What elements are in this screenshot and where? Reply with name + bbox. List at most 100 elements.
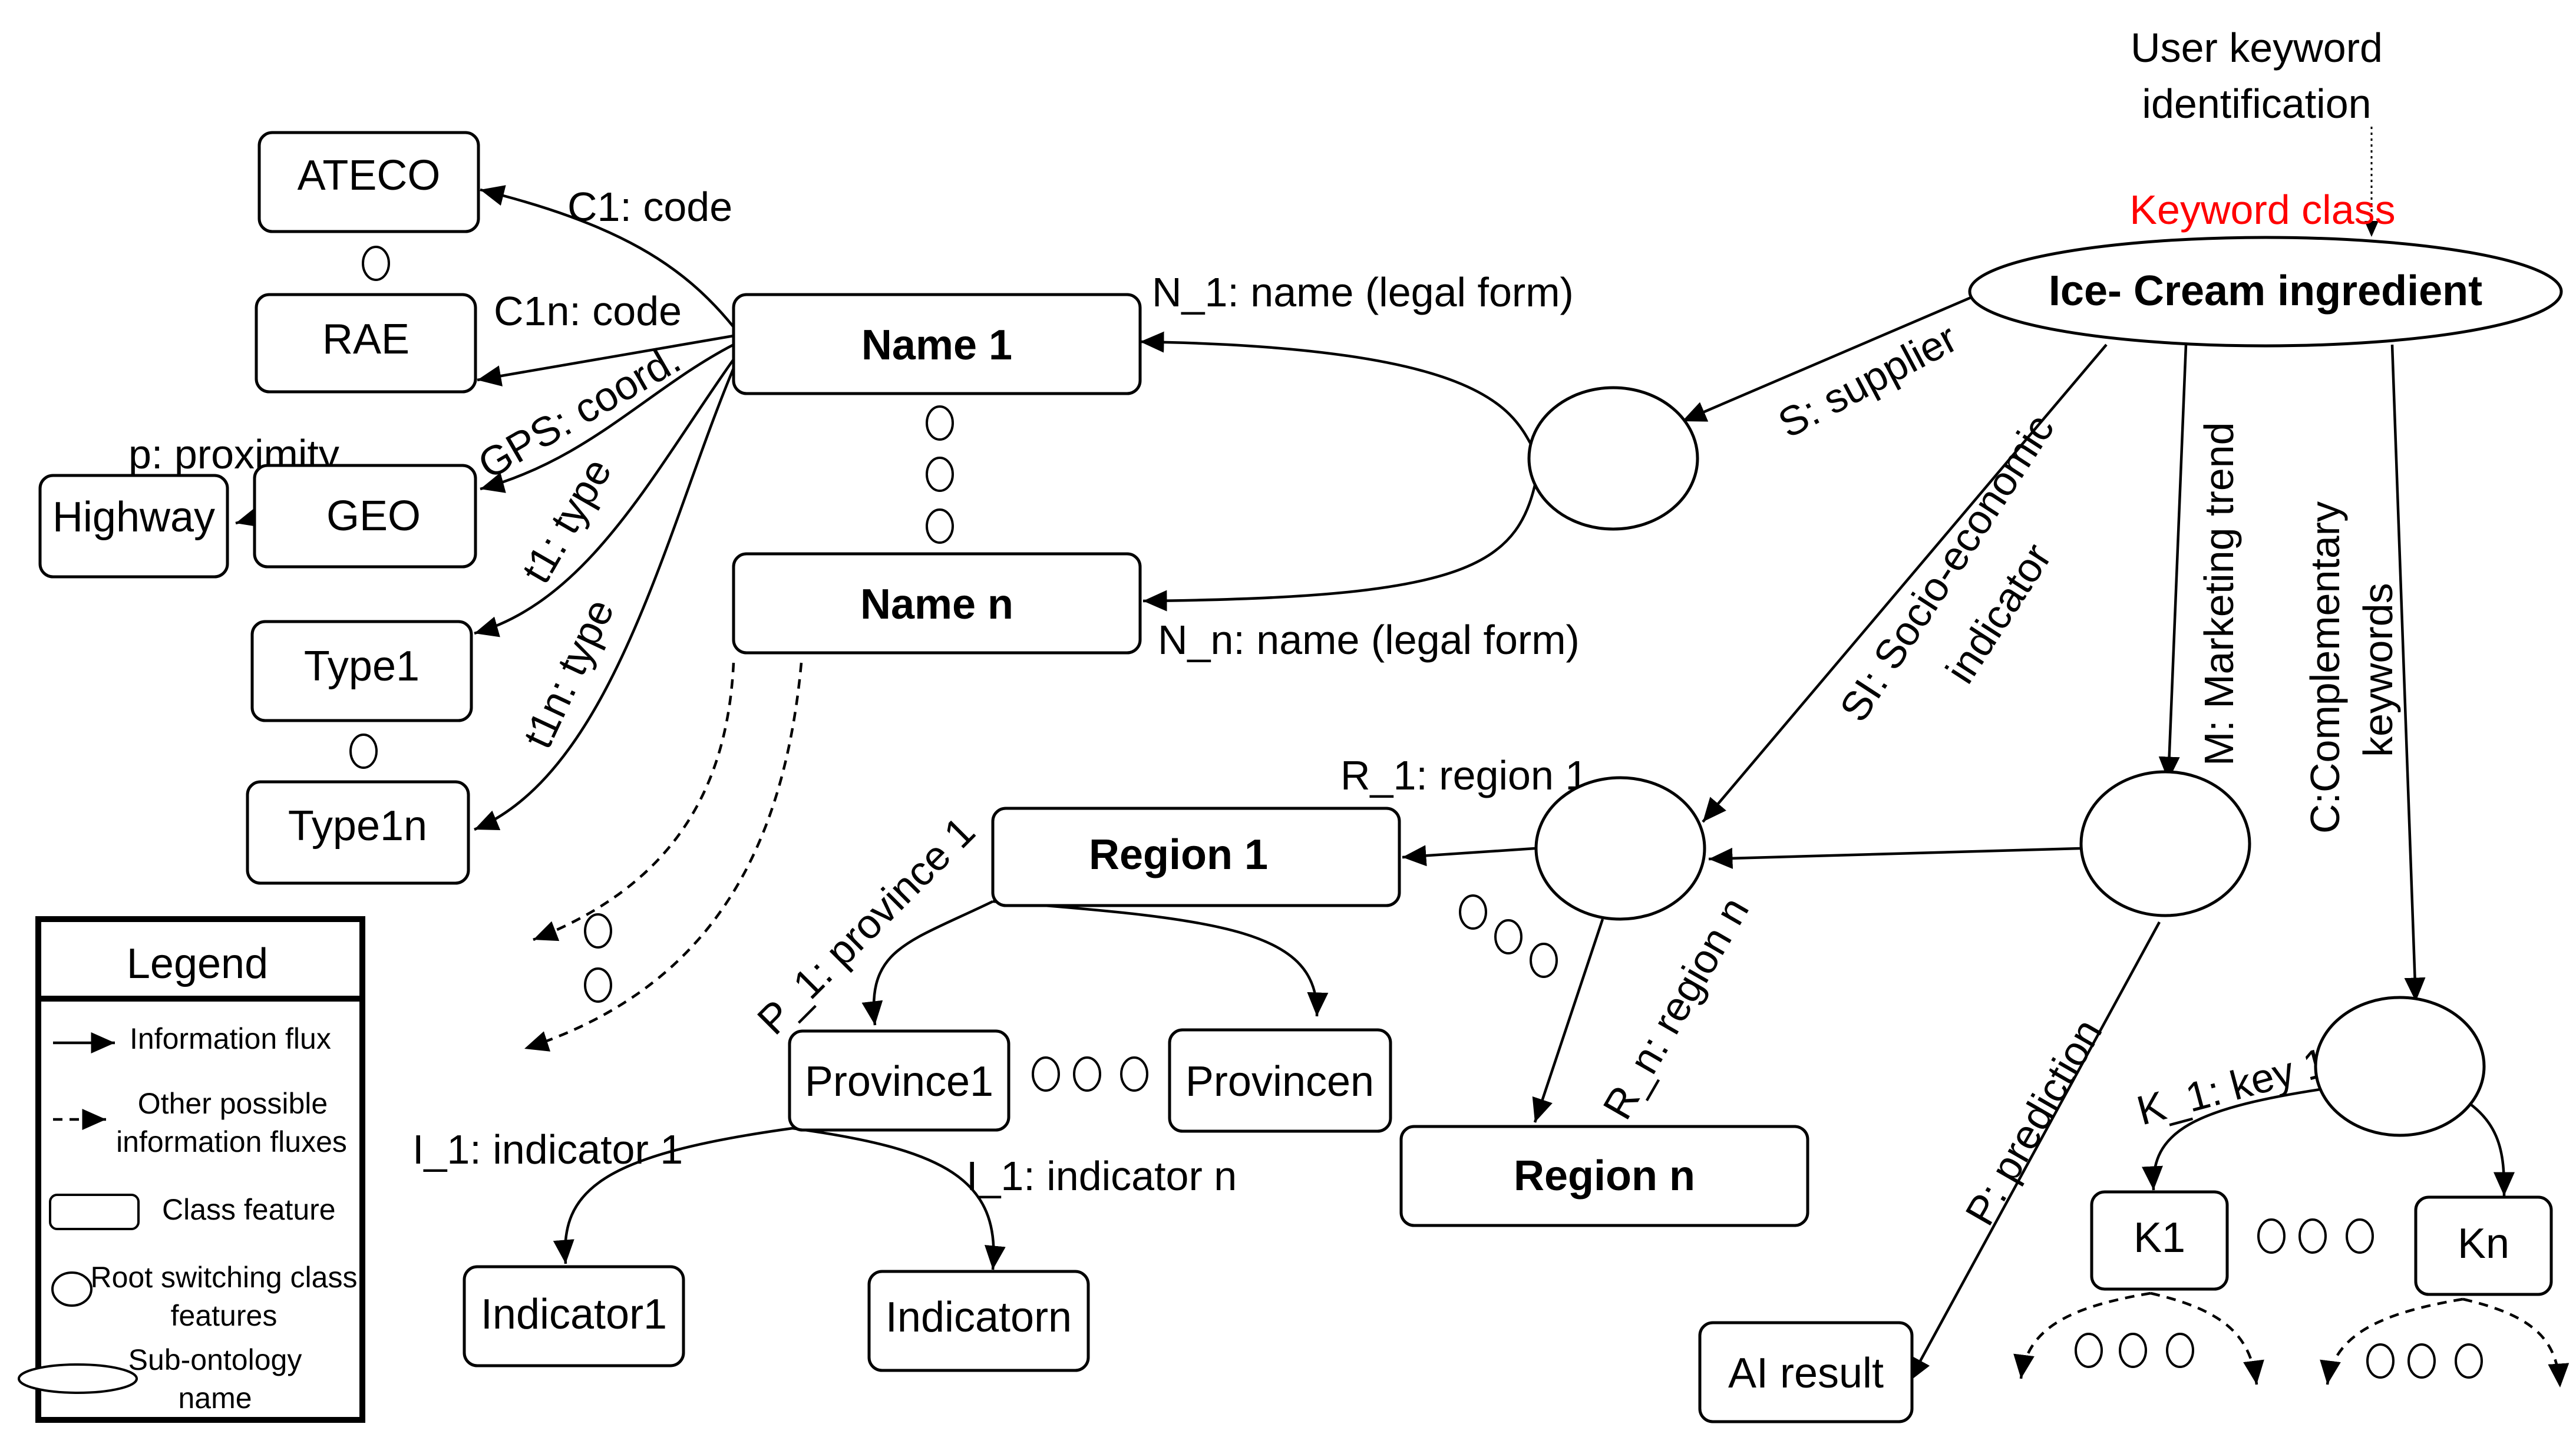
legend-title: Legend <box>127 940 268 987</box>
edge-switch-name1 <box>1140 331 1539 458</box>
legend-item-information-flux: Information flux <box>130 1022 331 1055</box>
dot-kn-dashed-1 <box>2366 1343 2395 1379</box>
legend-frame <box>35 916 365 1423</box>
dot-k1-dashed-1 <box>2075 1333 2103 1368</box>
node-type1n-box <box>246 780 470 885</box>
dot-region-3 <box>1530 943 1558 978</box>
node-indicatorn-label: Indicatorn <box>886 1294 1072 1341</box>
legend-wide-ellipse-icon <box>18 1363 138 1394</box>
label-complementary-2: keywords <box>2355 583 2401 757</box>
node-regionn-box <box>1399 1125 1809 1227</box>
label-k1: K_1: key 1 <box>2132 1039 2333 1134</box>
dot-k-3 <box>2346 1218 2374 1254</box>
edge-region-region1 <box>1402 845 1535 867</box>
edge-root-complementary <box>2390 344 2426 1002</box>
edge-name1-rae <box>477 334 734 386</box>
legend-item-class-feature: Class feature <box>162 1193 336 1226</box>
legend-item-other-fluxes-line-2: information fluxes <box>116 1125 347 1158</box>
node-highway-label: Highway <box>52 494 215 541</box>
label-t1n: t1n: type <box>514 592 623 755</box>
dot-name-2 <box>926 457 954 492</box>
legend-item-sub-ontology-line-2: name <box>178 1382 252 1415</box>
dot-ateco-rae <box>362 246 390 281</box>
label-i1: I_1: indicator 1 <box>412 1126 683 1172</box>
legend-rounded-rect-icon <box>49 1194 140 1230</box>
edge-name1-geo <box>480 343 735 493</box>
node-kn-box <box>2414 1195 2553 1296</box>
label-nn: N_n: name (legal form) <box>1158 617 1580 663</box>
dot-k1-dashed-2 <box>2119 1333 2147 1368</box>
dot-k1-dashed-3 <box>2166 1333 2194 1368</box>
switch-marketing <box>2079 770 2251 917</box>
node-provincen-label: Provincen <box>1185 1058 1374 1105</box>
root-label: Ice- Cream ingredient <box>2049 267 2482 315</box>
label-marketing: M: Marketing trend <box>2196 422 2242 766</box>
node-k1-label: K1 <box>2134 1214 2185 1261</box>
edge-switch-namen <box>1142 471 1540 612</box>
node-highway-box <box>38 474 229 579</box>
node-type1-label: Type1 <box>304 643 420 690</box>
node-name1-label: Name 1 <box>861 322 1012 369</box>
node-type1n-label: Type1n <box>288 802 427 850</box>
switch-supplier <box>1527 386 1699 531</box>
node-rae-label: RAE <box>322 316 409 363</box>
edge-marketing-region <box>1708 847 2080 869</box>
label-r1: R_1: region 1 <box>1340 752 1588 798</box>
node-namen-label: Name n <box>860 581 1013 628</box>
dot-namen-dashed-2 <box>584 967 612 1003</box>
label-n1: N_1: name (legal form) <box>1152 269 1574 315</box>
legend: Legend Information flux Other possible i… <box>18 916 365 1423</box>
dot-province-2 <box>1073 1056 1101 1092</box>
node-geo-box <box>253 464 477 569</box>
label-prediction: P: prediction <box>1956 1012 2111 1233</box>
edge-name1-type1n <box>474 368 735 831</box>
edge-root-socio <box>1702 343 2108 823</box>
edge-region1-province1 <box>861 900 993 1026</box>
node-provincen-box <box>1168 1028 1392 1133</box>
node-region1-box <box>991 807 1401 907</box>
dot-region-1 <box>1459 894 1487 930</box>
node-kn-label: Kn <box>2458 1220 2509 1267</box>
keyword-class-label: Keyword class <box>2129 187 2395 233</box>
node-k1-box <box>2090 1190 2229 1291</box>
node-indicatorn-box <box>867 1270 1090 1372</box>
edge-kn-dashed-left <box>2320 1297 2463 1385</box>
node-rae-box <box>255 293 477 394</box>
node-province1-label: Province1 <box>805 1058 993 1105</box>
dot-province-3 <box>1120 1056 1148 1092</box>
switch-region <box>1534 776 1706 921</box>
edge-province1-indicator1 <box>553 1126 793 1264</box>
class-features: ATECO RAE Highway GEO Type1 Type1n Name … <box>38 131 2553 1423</box>
node-regionn-label: Region n <box>1514 1152 1695 1200</box>
node-indicator1-box <box>463 1265 685 1367</box>
root-node: Ice- Cream ingredient <box>1968 236 2563 348</box>
ellipsis-dots <box>349 246 2483 1379</box>
dot-kn-dashed-3 <box>2455 1343 2483 1379</box>
node-ateco-label: ATECO <box>298 152 441 199</box>
legend-item-root-switching-line-1: Root switching class <box>91 1261 358 1294</box>
dot-name-3 <box>926 508 954 544</box>
node-region1-label: Region 1 <box>1089 831 1268 878</box>
legend-small-ellipse-icon <box>51 1271 93 1307</box>
dot-name-1 <box>926 405 954 441</box>
edge-name1-type1 <box>474 358 735 637</box>
label-c1: C1: code <box>567 184 732 230</box>
legend-item-root-switching-line-2: features <box>171 1299 278 1332</box>
label-complementary-1: C:Complementary <box>2302 501 2348 834</box>
edge-name1-ateco <box>480 185 735 328</box>
node-ateco-box <box>257 131 480 233</box>
edge-region1-provincen <box>992 900 1329 1017</box>
root-ellipse <box>1968 236 2563 348</box>
switch-nodes <box>1527 386 2486 1137</box>
edge-region-regionn <box>1532 919 1604 1123</box>
edge-root-supplier <box>1682 296 1971 423</box>
dot-namen-dashed-1 <box>584 913 612 949</box>
node-indicator1-label: Indicator1 <box>481 1291 667 1338</box>
edge-kn-dashed-right <box>2462 1297 2570 1388</box>
node-namen-box <box>732 552 1142 655</box>
legend-item-other-fluxes-line-1: Other possible <box>138 1087 328 1120</box>
dot-kn-dashed-2 <box>2407 1343 2436 1379</box>
edge-k1-dashed-right <box>2150 1291 2264 1385</box>
label-in: I_1: indicator n <box>966 1153 1237 1199</box>
